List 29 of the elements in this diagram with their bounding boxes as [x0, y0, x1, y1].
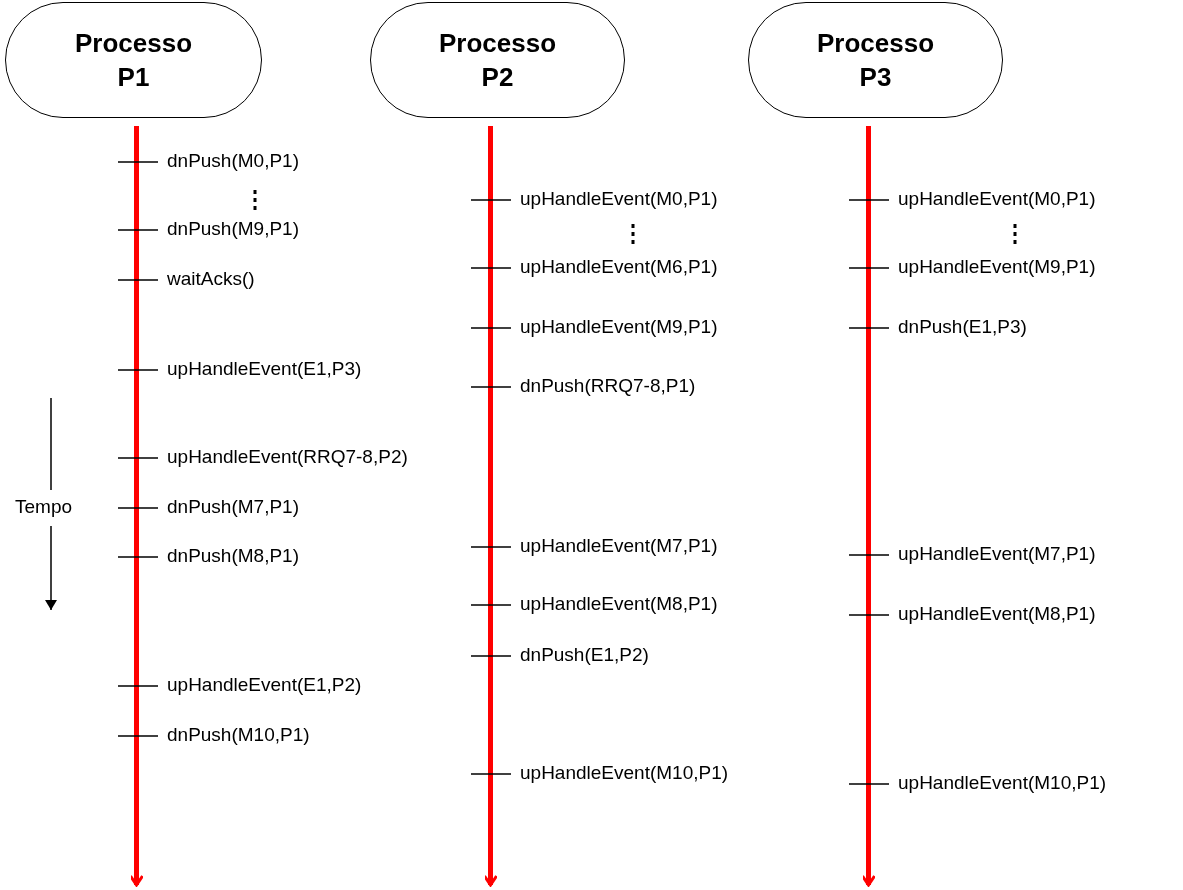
event-label: upHandleEvent(M8,P1): [520, 593, 718, 615]
event-label: dnPush(E1,P3): [898, 316, 1027, 338]
event-label: upHandleEvent(M9,P1): [898, 256, 1096, 278]
event-label: dnPush(M8,P1): [167, 545, 299, 567]
event-label: dnPush(M9,P1): [167, 218, 299, 240]
event-label: upHandleEvent(RRQ7-8,P2): [167, 446, 408, 468]
event-label: upHandleEvent(M0,P1): [898, 188, 1096, 210]
event-label: upHandleEvent(M0,P1): [520, 188, 718, 210]
event-label: upHandleEvent(E1,P2): [167, 674, 362, 696]
arrow: [483, 126, 498, 887]
process-title: Processo P3: [816, 27, 935, 94]
event-label: dnPush(M7,P1): [167, 496, 299, 518]
event-label: upHandleEvent(M10,P1): [898, 772, 1107, 794]
event-label: upHandleEvent(M6,P1): [520, 256, 718, 278]
event-label: dnPush(M0,P1): [167, 150, 299, 172]
event-label: upHandleEvent(M8,P1): [898, 603, 1096, 625]
event-label: upHandleEvent(M7,P1): [520, 535, 718, 557]
event-label: upHandleEvent(M10,P1): [520, 762, 729, 784]
event-label: dnPush(RRQ7-8,P1): [520, 375, 696, 397]
event-label: dnPush(E1,P2): [520, 644, 649, 666]
event-label: upHandleEvent(E1,P3): [167, 358, 362, 380]
event-label: upHandleEvent(M7,P1): [898, 543, 1096, 565]
arrow: [129, 126, 144, 887]
event-label: upHandleEvent(M9,P1): [520, 316, 718, 338]
arrow: [861, 126, 876, 887]
event-label: waitAcks(): [167, 268, 255, 290]
process-title: Processo P1: [74, 27, 193, 94]
event-label: dnPush(M10,P1): [167, 724, 310, 746]
process-title: Processo P2: [438, 27, 557, 94]
